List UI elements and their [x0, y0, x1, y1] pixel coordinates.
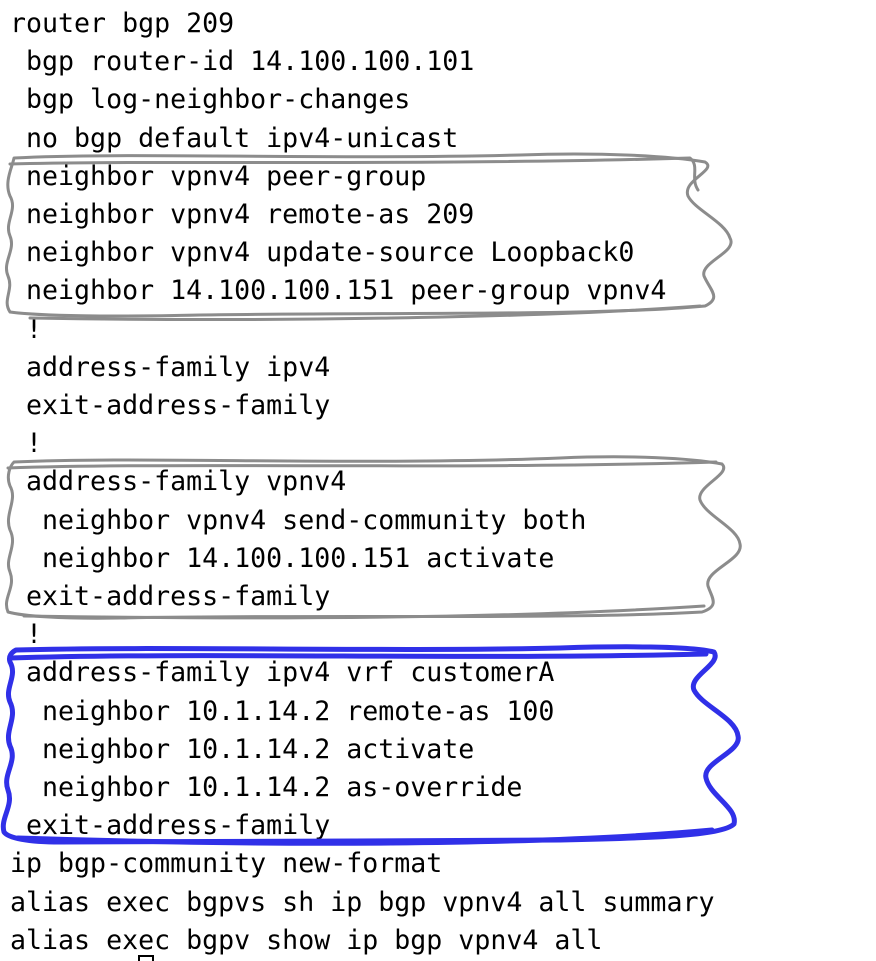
config-line: alias exec bgpv show ip bgp vpnv4 all	[10, 924, 603, 956]
config-line: !	[10, 428, 43, 460]
config-line: ip bgp-community new-format	[10, 848, 443, 880]
config-line: neighbor 14.100.100.151 peer-group vpnv4	[10, 275, 667, 307]
config-line: exit-address-family	[10, 810, 331, 842]
config-line: exit-address-family	[10, 390, 331, 421]
config-line: bgp log-neighbor-changes	[10, 84, 411, 116]
config-line: address-family ipv4 vrf customerA	[10, 657, 555, 689]
config-line: neighbor 10.1.14.2 activate	[10, 733, 475, 765]
config-line: neighbor vpnv4 update-source Loopback0	[10, 237, 635, 269]
config-line: neighbor 10.1.14.2 as-override	[10, 772, 523, 803]
config-line: bgp router-id 14.100.100.101	[10, 46, 475, 78]
config-line: exit-address-family	[10, 581, 331, 612]
config-line: address-family vpnv4	[10, 466, 347, 498]
config-line: !	[10, 619, 43, 651]
config-line: router bgp 209	[10, 8, 235, 39]
config-line: neighbor 10.1.14.2 remote-as 100	[10, 695, 555, 727]
config-line: no bgp default ipv4-unicast	[10, 122, 459, 154]
config-line: neighbor 14.100.100.151 activate	[10, 542, 555, 574]
config-line: alias exec bgpvs sh ip bgp vpnv4 all sum…	[10, 886, 715, 918]
config-line: neighbor vpnv4 peer-group	[10, 160, 427, 192]
config-line: neighbor vpnv4 send-community both	[10, 504, 587, 536]
config-line: neighbor vpnv4 remote-as 209	[10, 199, 475, 230]
config-line: address-family ipv4	[10, 351, 331, 383]
text-cursor	[138, 955, 154, 961]
config-line: !	[10, 313, 43, 345]
